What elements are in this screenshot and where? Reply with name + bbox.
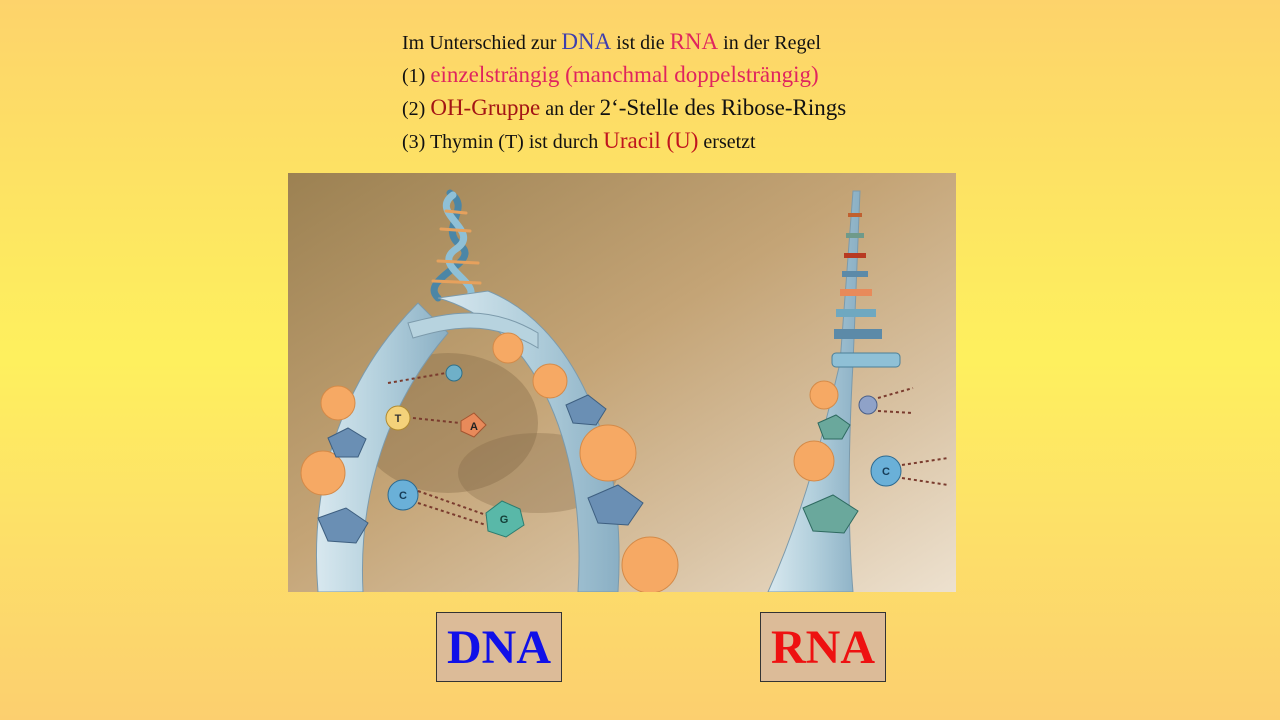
phosphate-group: [621, 536, 679, 592]
text-line-4: (3) Thymin (T) ist durch Uracil (U) erse…: [402, 125, 1002, 158]
rna-bond: [901, 477, 949, 486]
rna-label: RNA: [771, 620, 875, 674]
rna-base-stack: [831, 213, 901, 368]
base-g-small: [445, 364, 463, 382]
rna-bond: [877, 387, 914, 399]
text-line-2: (1) einzelsträngig (manchmal doppelsträn…: [402, 59, 1002, 92]
text-segment: 2‘-Stelle des Ribose-Rings: [599, 95, 847, 120]
rna-phosphate: [793, 440, 835, 482]
text-segment: an der: [540, 98, 600, 120]
rna-base-letter-c: C: [882, 466, 890, 478]
phosphate-group: [492, 332, 524, 364]
base-thymine: [385, 405, 411, 431]
dna-bridge-strand: [407, 312, 539, 349]
text-segment: (2): [402, 98, 431, 120]
phosphate-group: [532, 363, 568, 399]
rna-strand: [767, 190, 861, 592]
text-segment: DNA: [561, 29, 612, 54]
phosphate-group: [320, 385, 356, 421]
base-cytosine: [387, 479, 419, 511]
text-segment: (3) Thymin (T) ist durch: [402, 131, 604, 153]
base-adenine: [460, 412, 487, 438]
sugar-ring: [565, 394, 607, 426]
text-segment: RNA: [669, 29, 719, 54]
sugar-ring: [587, 484, 644, 526]
text-segment: einzelsträngig (manchmal doppelsträngig): [430, 62, 819, 87]
text-segment: in der Regel: [718, 32, 821, 54]
info-text-block: Im Unterschied zur DNA ist die RNA in de…: [402, 26, 1002, 158]
rna-sugar: [802, 494, 859, 534]
sugar-ring: [327, 427, 367, 458]
rna-base-small: [858, 395, 878, 415]
text-segment: ersetzt: [698, 131, 756, 153]
text-segment: ist die: [611, 32, 670, 54]
hydrogen-bond: [417, 490, 487, 516]
text-segment: Uracil (U): [603, 128, 699, 153]
text-segment: OH-Gruppe: [430, 95, 541, 120]
base-letter-a: A: [470, 421, 478, 433]
dna-helix-top: [430, 189, 482, 307]
rna-sugar: [817, 414, 851, 440]
dna-label: DNA: [447, 620, 551, 674]
base-letter-c: C: [399, 490, 407, 502]
dna-label-box: DNA: [436, 612, 562, 682]
dna-rna-illustration: T A C G C: [288, 173, 956, 592]
text-segment: Im Unterschied zur: [402, 32, 562, 54]
base-letter-g: G: [500, 514, 509, 526]
rna-bond: [901, 457, 949, 466]
rna-label-box: RNA: [760, 612, 886, 682]
rna-base-cytosine: [870, 455, 902, 487]
sugar-ring: [317, 507, 369, 544]
base-guanine: [485, 500, 525, 538]
text-segment: (1): [402, 65, 431, 87]
base-letter-t: T: [395, 413, 402, 425]
text-line-1: Im Unterschied zur DNA ist die RNA in de…: [402, 26, 1002, 59]
rna-phosphate: [809, 380, 839, 410]
text-line-3: (2) OH-Gruppe an der 2‘-Stelle des Ribos…: [402, 92, 1002, 125]
phosphate-group: [300, 450, 346, 496]
hydrogen-bond: [387, 372, 447, 384]
hydrogen-bond: [412, 417, 461, 424]
phosphate-group: [579, 424, 637, 482]
